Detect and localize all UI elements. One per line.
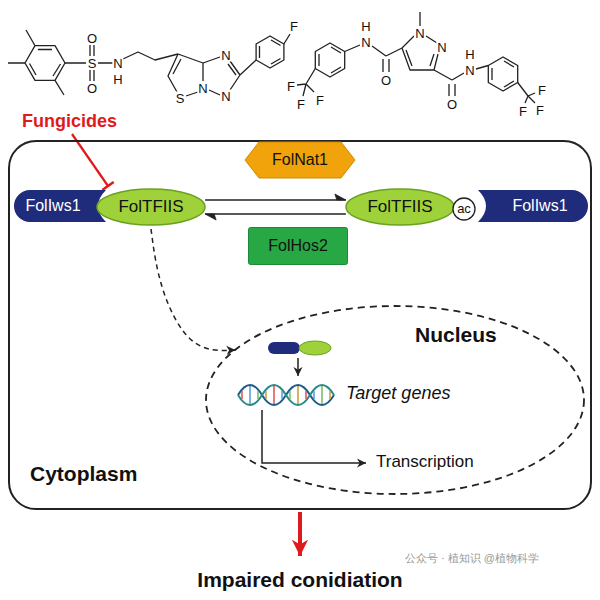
protein-name: FolTFIIS [367,197,432,217]
enzyme-name: FolNat1 [272,151,328,169]
dna-rung [321,386,323,404]
atom-label: F [537,84,547,97]
dna-rung [281,391,283,399]
atom-label: N [197,82,208,95]
equilibrium-arrow [205,199,346,201]
dna-rung [305,391,307,399]
dna-rung [265,391,267,399]
dna-rung [297,386,299,404]
process-label: Transcription [376,453,474,472]
protein-name: FolIws1 [512,197,567,215]
protein-ellipse: FolTFIIS [345,188,455,226]
atom-label: N [464,64,475,77]
enzyme-box: FolHos2 [248,227,348,265]
atom-label: O [446,98,458,111]
atom-label: N [436,41,447,54]
atom-label: S [175,92,186,105]
atom-label: F [535,104,545,117]
atom-label: S [87,57,98,70]
atom-label: N [414,27,425,40]
enzyme-name: FolHos2 [268,237,328,255]
region-label: Cytoplasm [30,462,137,486]
translocation-arrow [151,229,235,350]
acetyl-circle: ac [452,197,476,221]
dna-rung [249,386,251,404]
atom-label: O [380,74,392,87]
protein-shape: FolIws1 [14,190,106,222]
protein-shape: FolIws1 [478,190,588,222]
drug-label: Fungicides [22,112,117,132]
dna-rung [257,391,259,399]
inhibition-line [72,134,114,190]
cell-outline: Cytoplasm FolIws1 FolTFIIS FolNat1FolTFIIS a… [8,140,592,510]
atom-label: F [296,98,306,111]
atom-label: F [315,94,325,107]
atom-label: H [112,73,123,86]
atom-label: N [112,57,123,70]
atom-label: O [86,82,98,95]
atom-label: F [286,80,296,93]
acetyl-mark: ac [457,202,471,217]
dna-helix [238,385,334,405]
dna-rung [313,391,315,399]
outcome-arrow [298,512,302,556]
region-label: Nucleus [415,323,497,347]
dna-rung [329,391,331,399]
atom-label: O [86,32,98,45]
atom-label: N [360,36,371,49]
watermark: 公众号 · 植知识 @植物科学 [405,552,539,564]
molecule-left [8,30,290,96]
atom-label: N [220,49,231,62]
dna-rung [241,391,243,399]
atom-label: N [220,90,231,103]
protein-ellipse: FolTFIIS [96,188,206,226]
atom-label: F [289,20,299,33]
protein-name: FolIws1 [25,197,80,215]
molecule-right [297,12,535,103]
dna-rung [289,391,291,399]
dna-rung [273,386,275,404]
atom-label: H [464,48,475,61]
nuclear-complex [268,341,331,376]
enzyme-hexagon: FolNat1 [245,141,355,179]
atom-label: H [360,20,371,33]
transcription-arrow [262,410,366,463]
equilibrium-arrow [205,213,346,215]
protein-name: FolTFIIS [118,197,183,217]
gene-label: Target genes [346,384,450,404]
atom-label: F [518,105,528,118]
outcome-label: Impaired conidiation [197,568,402,591]
